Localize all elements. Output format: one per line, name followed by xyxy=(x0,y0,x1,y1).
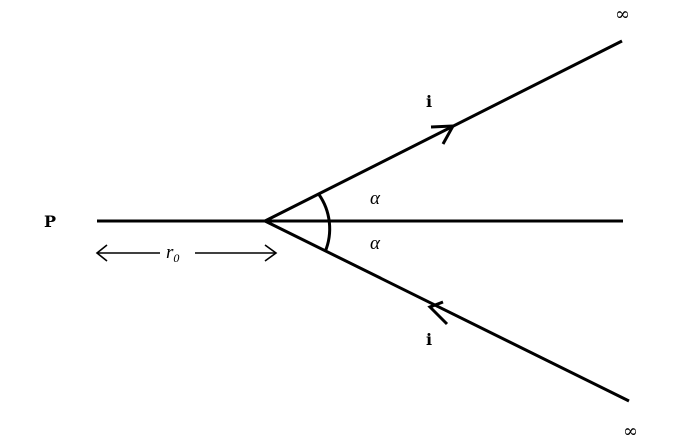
upper-angle-label: α xyxy=(370,188,381,209)
upper-infinity-label: ∞ xyxy=(615,4,630,25)
lower-current-label: i xyxy=(426,330,432,349)
angle-arc xyxy=(317,193,332,253)
lower-current-arrow xyxy=(427,300,449,326)
lower-wire xyxy=(264,219,630,403)
lower-infinity-label: ∞ xyxy=(623,421,638,442)
upper-current-arrow xyxy=(430,124,456,145)
point-label: P xyxy=(44,212,56,231)
distance-label: r0 xyxy=(166,242,179,265)
distance-arrowhead-left xyxy=(95,244,108,262)
upper-wire xyxy=(264,39,623,223)
distance-symbol: r xyxy=(166,242,174,263)
distance-subscript: 0 xyxy=(173,251,179,265)
distance-arrowhead-right xyxy=(264,244,278,262)
upper-current-label: i xyxy=(426,92,432,111)
lower-angle-label: α xyxy=(370,233,381,254)
